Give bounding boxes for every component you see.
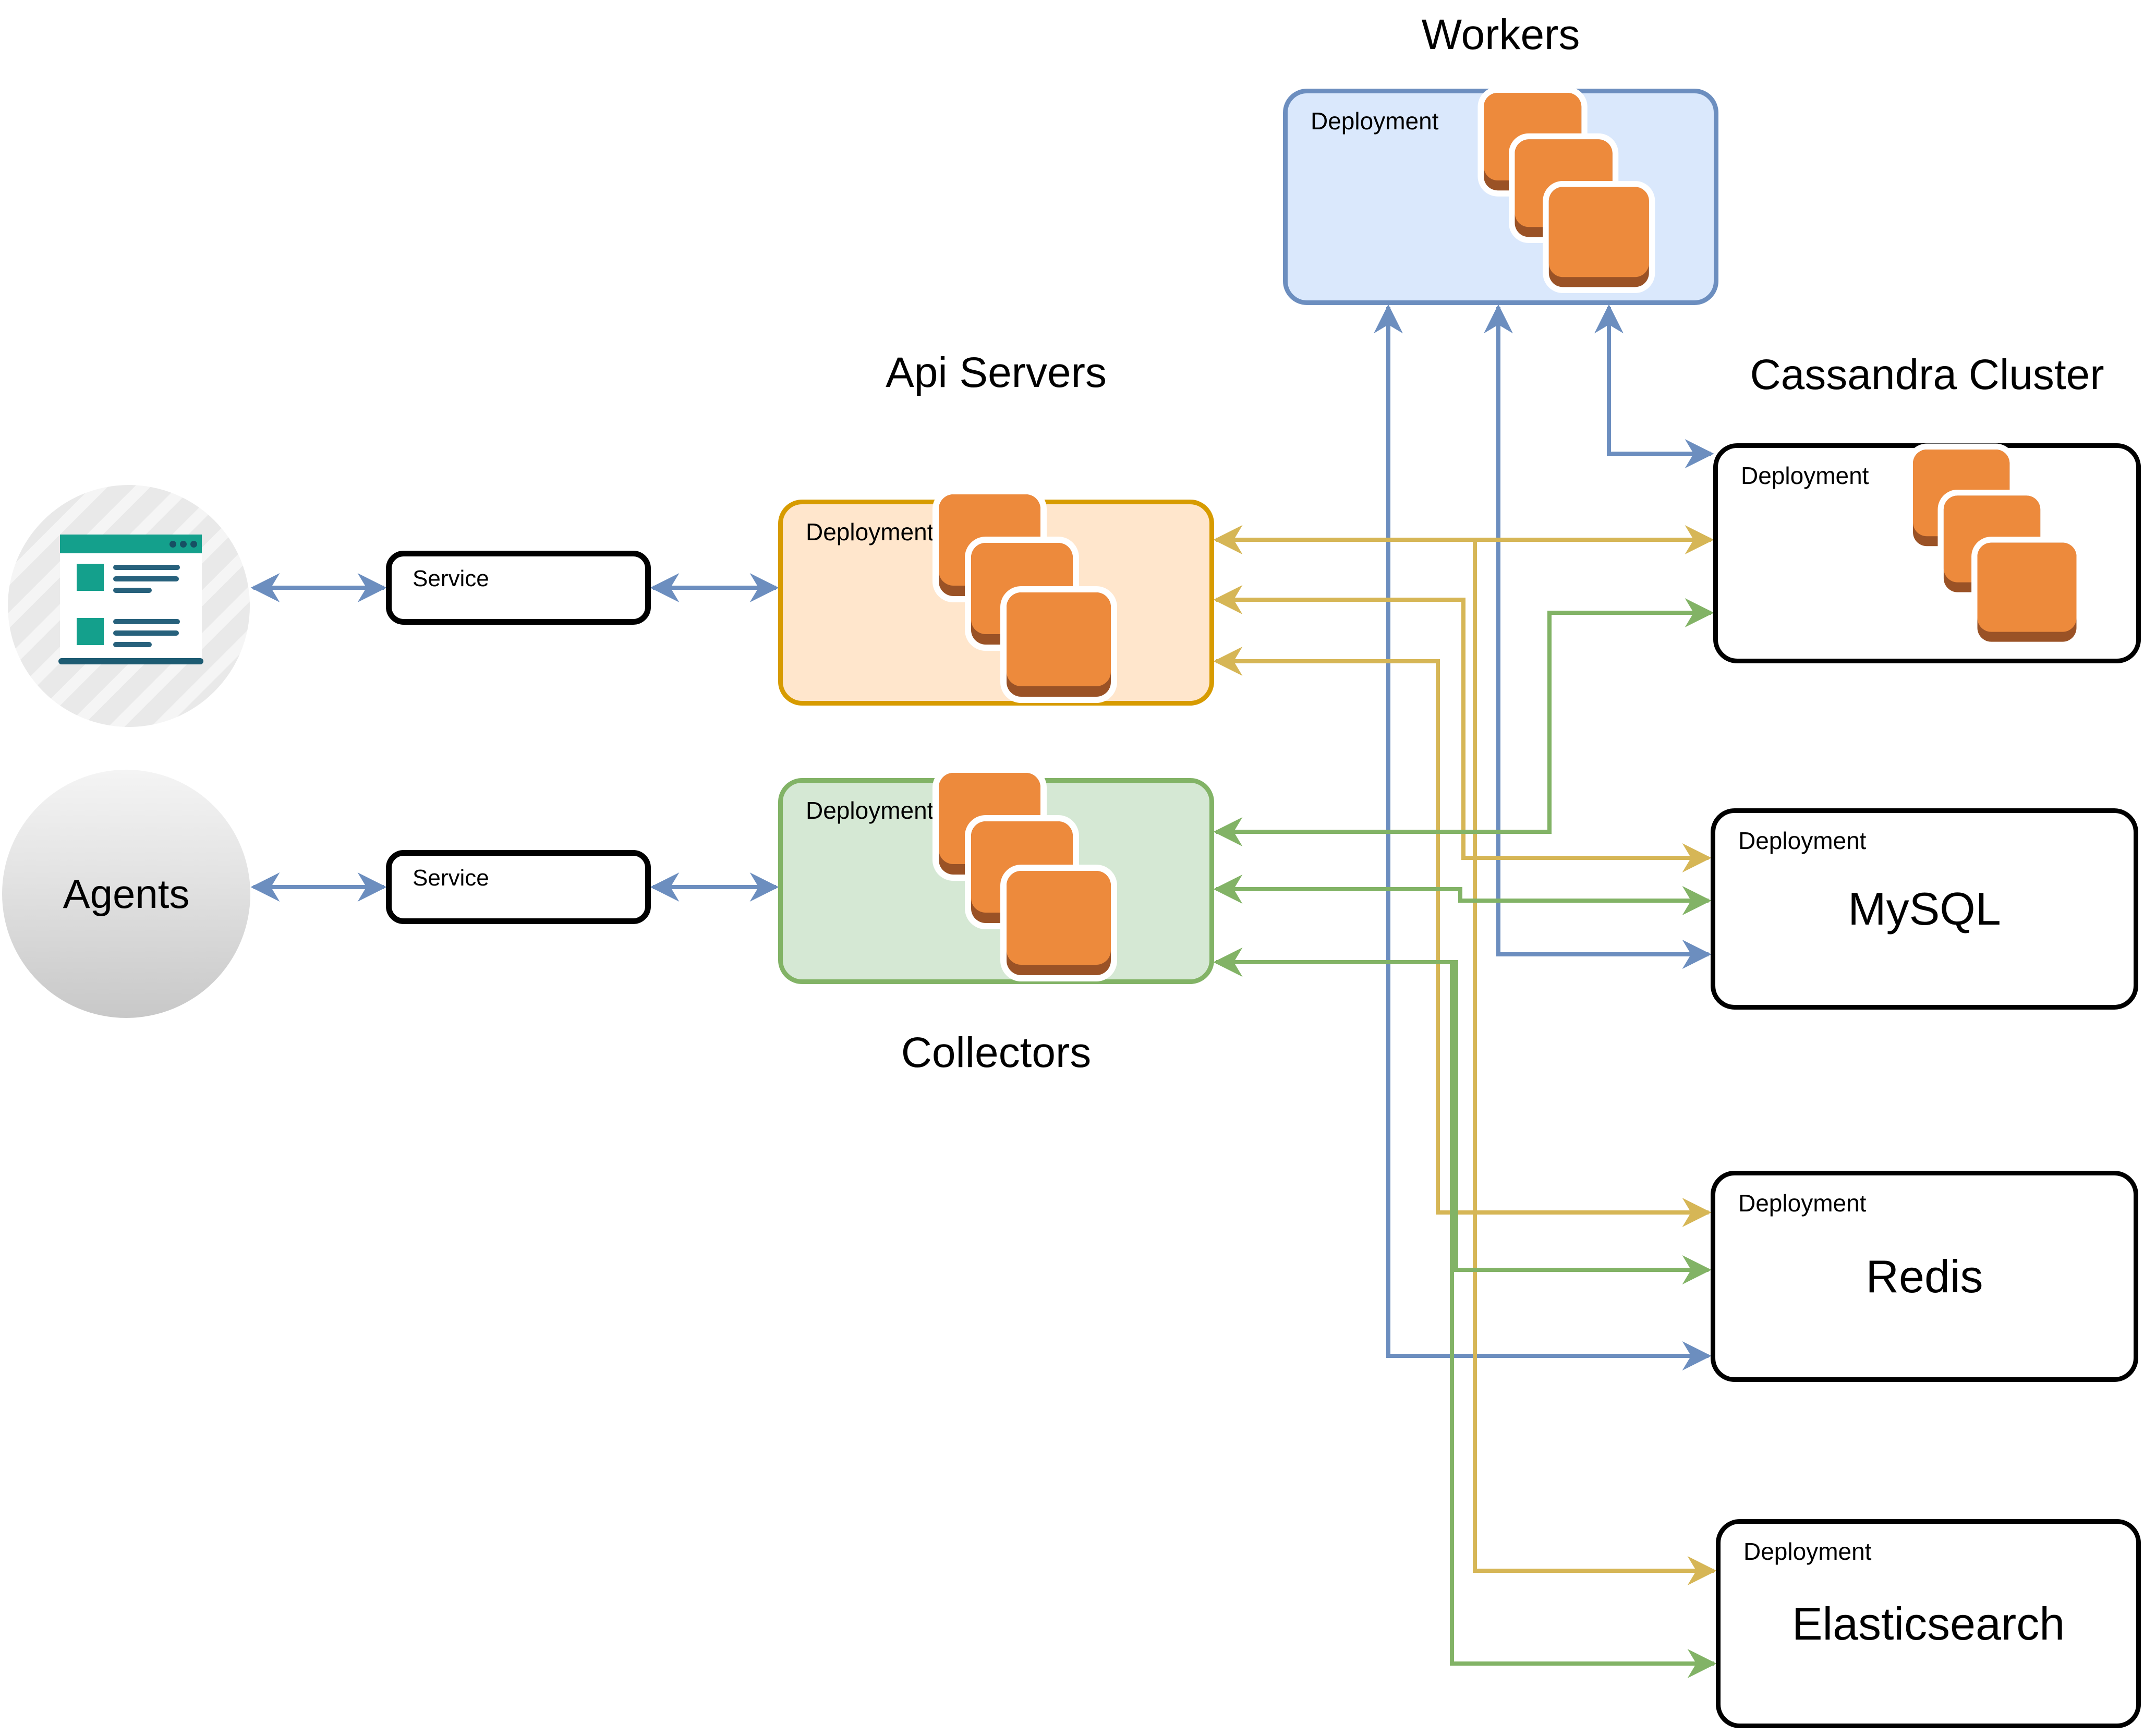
mysql-deployment: Deployment MySQL	[1711, 808, 2138, 1010]
cassandra-title: Cassandra Cluster	[1750, 351, 2104, 398]
deployment-label: Deployment	[1743, 1538, 1872, 1565]
deployment-label: Deployment	[1311, 107, 1439, 135]
edge-collectors-to-redis	[1213, 948, 1712, 1284]
browser-bottom-bar	[58, 658, 203, 664]
browser-text-line	[113, 576, 179, 581]
browser-header-bar	[60, 535, 202, 553]
browser-dot-icon	[190, 541, 197, 548]
containers-icon	[1484, 93, 1654, 293]
service-label: Service	[413, 566, 489, 591]
mysql-label: MySQL	[1848, 883, 2001, 935]
elasticsearch-label: Elasticsearch	[1791, 1597, 2065, 1649]
browser-text-line	[113, 565, 180, 570]
edge-workers-to-cassandra	[1594, 304, 1714, 468]
agents-node: Agents	[2, 770, 250, 1018]
container-cube-icon	[1977, 542, 2077, 642]
agents-label: Agents	[63, 870, 190, 917]
edge-collectors-to-cassandra	[1213, 598, 1714, 846]
service-node-bottom: Service	[386, 850, 651, 924]
browser-text-line	[113, 642, 152, 647]
container-cube-icon	[1007, 871, 1111, 975]
browser-text-line	[113, 588, 152, 593]
browser-text-line	[113, 619, 180, 624]
browser-thumbnail-icon	[77, 618, 104, 645]
collectors-title: Collectors	[901, 1029, 1092, 1076]
edge-collectors-to-mysql	[1213, 875, 1712, 915]
deployment-label: Deployment	[806, 518, 934, 545]
deployment-label: Deployment	[1738, 1190, 1867, 1217]
container-cube-icon	[1548, 187, 1649, 287]
deployment-label: Deployment	[806, 797, 934, 824]
redis-label: Redis	[1866, 1250, 1983, 1302]
edge-api-servers-to-mysql	[1213, 585, 1712, 872]
browser-window-icon	[58, 535, 203, 664]
browser-dot-icon	[180, 541, 187, 548]
api-servers-title: Api Servers	[886, 349, 1107, 396]
elasticsearch-deployment: Deployment Elasticsearch	[1716, 1519, 2141, 1728]
browser-dot-icon	[169, 541, 176, 548]
browser-thumbnail-icon	[77, 564, 104, 591]
deployment-label: Deployment	[1738, 827, 1867, 854]
containers-icon	[939, 773, 1116, 981]
container-cube-icon	[1007, 592, 1111, 697]
edge-collectors-to-elasticsearch	[1213, 948, 1717, 1678]
service-node-top: Service	[386, 551, 651, 625]
workers-title: Workers	[1421, 11, 1580, 58]
containers-icon	[939, 494, 1116, 703]
service-label: Service	[413, 865, 489, 891]
containers-icon	[1913, 450, 2081, 648]
redis-deployment: Deployment Redis	[1711, 1171, 2138, 1382]
deployment-label: Deployment	[1741, 462, 1869, 489]
browser-text-line	[113, 630, 179, 636]
